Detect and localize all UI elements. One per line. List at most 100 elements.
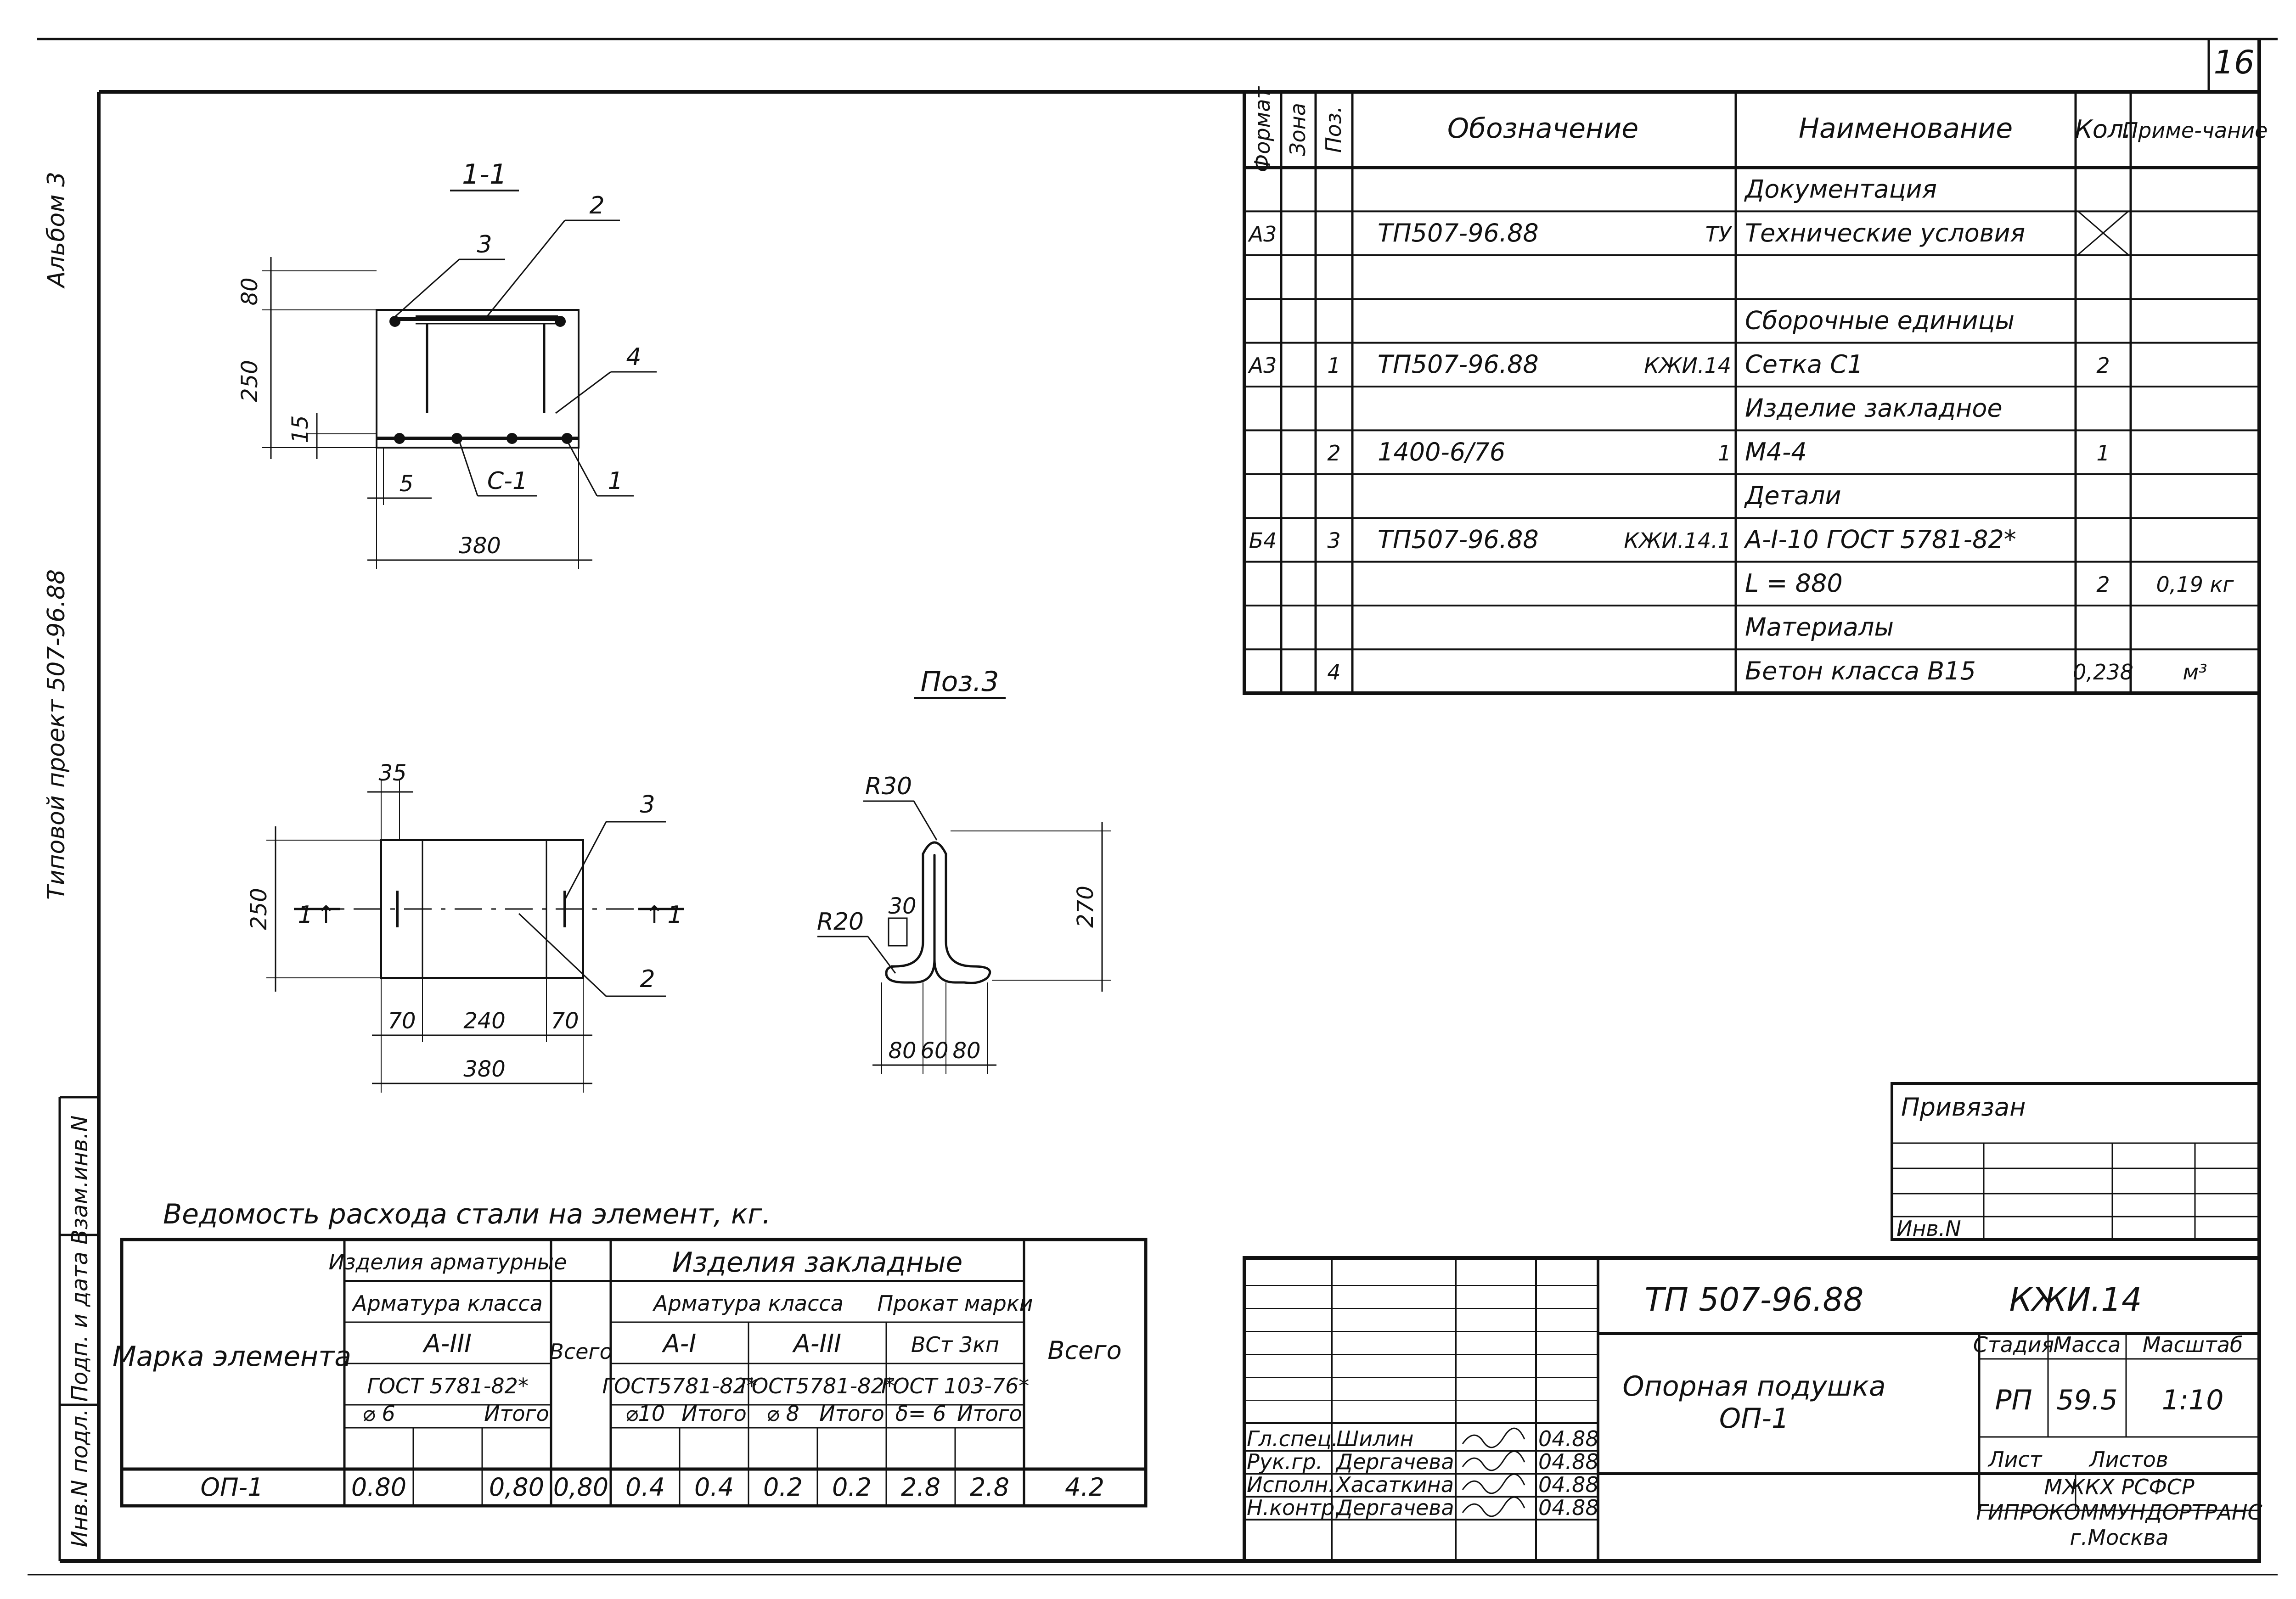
pos3-d80b: 80 bbox=[952, 1038, 980, 1064]
steel-h-embed-class: Арматура класса bbox=[652, 1291, 844, 1316]
page-number: 16 bbox=[2213, 44, 2254, 81]
spec-name: Бетон класса В15 bbox=[1745, 656, 1976, 685]
org-line1: МЖКХ РСФСР bbox=[2044, 1475, 2195, 1499]
spec-h-zone: Зона bbox=[1285, 103, 1310, 156]
steel-h-gost2: ГОСТ5781-82* bbox=[602, 1374, 757, 1398]
dim-250: 250 bbox=[237, 360, 263, 402]
spec-h-designation: Обозначение bbox=[1447, 112, 1638, 145]
pos3-r30: R30 bbox=[865, 773, 912, 800]
steel-row-d6: 0.80 bbox=[351, 1473, 406, 1502]
steel-row-total1: 0,80 bbox=[489, 1473, 544, 1502]
spec-name: Технические условия bbox=[1745, 219, 2025, 247]
pos3-d270: 270 bbox=[1073, 886, 1098, 928]
signer-role: Гл.спец. bbox=[1247, 1426, 1338, 1451]
steel-row-vsego2: 4.2 bbox=[1065, 1473, 1104, 1502]
spec-code: КЖИ.14 bbox=[1644, 353, 1731, 378]
pos3-d80a: 80 bbox=[888, 1038, 916, 1064]
plan-callout-2: 2 bbox=[640, 965, 655, 993]
doc-code: ТП 507-96.88 bbox=[1645, 1281, 1864, 1318]
plan-dim-70b: 70 bbox=[551, 1008, 579, 1034]
margin-album: Альбом 3 bbox=[43, 172, 70, 289]
steel-h-reinf: Изделия арматурные bbox=[329, 1250, 567, 1274]
signer-date: 04.88 bbox=[1538, 1472, 1599, 1497]
spec-name: Сборочные единицы bbox=[1745, 306, 2015, 335]
margin-project: Типовой проект 507-96.88 bbox=[43, 569, 70, 900]
signature bbox=[1462, 1496, 1525, 1517]
sheet-frame bbox=[28, 38, 2278, 1576]
spec-name: М4-4 bbox=[1745, 438, 1807, 466]
spec-designation: 1400-6/76 bbox=[1378, 438, 1505, 466]
cut-marker-right: 1 bbox=[667, 901, 682, 929]
spec-format: А3 bbox=[1248, 353, 1277, 378]
steel-h-mark: Марка элемента bbox=[113, 1341, 351, 1373]
steel-h-total4: Итого bbox=[957, 1401, 1022, 1426]
steel-h-reinf-class: Арматура класса bbox=[351, 1291, 543, 1316]
signer-name: Шилин bbox=[1336, 1426, 1413, 1451]
signature bbox=[1462, 1473, 1525, 1494]
spec-name: Сетка С1 bbox=[1745, 350, 1863, 379]
plan-dim-240: 240 bbox=[463, 1008, 506, 1034]
steel-row-d8: 0.2 bbox=[763, 1473, 803, 1502]
spec-name: L = 880 bbox=[1745, 569, 1843, 598]
spec-pos: 2 bbox=[1327, 441, 1340, 466]
callout-1: 1 bbox=[608, 467, 623, 495]
h-stage: Стадия bbox=[1973, 1332, 2054, 1357]
plan-callout-3: 3 bbox=[640, 791, 655, 819]
steel-h-a1: А-I bbox=[662, 1329, 696, 1358]
steel-row-mark: ОП-1 bbox=[201, 1473, 264, 1502]
privyazan-label: Привязан bbox=[1901, 1093, 2026, 1122]
spec-name: Детали bbox=[1744, 481, 1841, 510]
steel-title: Ведомость расхода стали на элемент, кг. bbox=[163, 1198, 771, 1230]
spec-qty: 2 bbox=[2096, 353, 2110, 378]
steel-row-delta: 2.8 bbox=[901, 1473, 940, 1502]
plan-dim-250: 250 bbox=[246, 888, 272, 930]
stage-value: РП bbox=[1995, 1384, 2032, 1416]
spec-h-qty: Кол. bbox=[2075, 115, 2131, 144]
steel-h-embed: Изделия закладные bbox=[672, 1246, 963, 1279]
mass-value: 59.5 bbox=[2056, 1384, 2118, 1416]
privyazan-block bbox=[1891, 1082, 2261, 1241]
spec-format: А3 bbox=[1248, 222, 1277, 247]
dim-80: 80 bbox=[237, 277, 263, 305]
steel-h-gost3: ГОСТ5781-82* bbox=[740, 1374, 895, 1398]
steel-h-vsego1: Всего bbox=[549, 1339, 612, 1364]
spec-name: Документация bbox=[1744, 174, 1937, 203]
signer-date: 04.88 bbox=[1538, 1426, 1599, 1451]
pos3-d60: 60 bbox=[920, 1038, 948, 1064]
spec-note: м³ bbox=[2183, 660, 2207, 684]
steel-h-vsego2: Всего bbox=[1047, 1336, 1121, 1365]
steel-row-total2: 0.4 bbox=[694, 1473, 734, 1502]
steel-h-d10: ⌀10 bbox=[625, 1401, 665, 1426]
h-sheets: Листов bbox=[2088, 1447, 2168, 1472]
steel-h-total2: Итого bbox=[681, 1401, 747, 1426]
steel-h-gost1: ГОСТ 5781-82* bbox=[367, 1374, 529, 1398]
spec-code: КЖИ.14.1 bbox=[1624, 528, 1731, 553]
steel-h-gost4: ГОСТ 103-76* bbox=[881, 1374, 1030, 1398]
steel-row-total4: 2.8 bbox=[970, 1473, 1009, 1502]
spec-qty: 1 bbox=[2096, 441, 2110, 466]
callout-3: 3 bbox=[477, 231, 492, 258]
org-line3: г.Москва bbox=[2070, 1525, 2169, 1550]
steel-row-vsego1: 0,80 bbox=[553, 1473, 608, 1502]
signer-role: Рук.гр. bbox=[1247, 1449, 1322, 1474]
callout-mesh: С-1 bbox=[487, 467, 528, 495]
signer-name: Дергачева bbox=[1335, 1449, 1454, 1474]
signer-role: Исполн. bbox=[1247, 1472, 1335, 1497]
spec-h-format: Формат bbox=[1250, 86, 1275, 172]
steel-h-total1: Итого bbox=[484, 1401, 549, 1426]
steel-h-prokat: Прокат марки bbox=[877, 1291, 1033, 1316]
signer-date: 04.88 bbox=[1538, 1495, 1599, 1520]
steel-table bbox=[120, 1238, 1148, 1508]
doc-mark: КЖИ.14 bbox=[2009, 1281, 2142, 1318]
org-line2: ГИПРОКОММУНДОРТРАНС bbox=[1976, 1500, 2262, 1525]
spec-designation: ТП507-96.88 bbox=[1378, 525, 1539, 554]
callout-4: 4 bbox=[626, 343, 641, 371]
cut-arrow-right: ↑ bbox=[644, 901, 664, 929]
plan-dim-380: 380 bbox=[463, 1056, 506, 1082]
section-view bbox=[262, 190, 657, 569]
spec-note: 0,19 кг bbox=[2156, 572, 2234, 597]
steel-h-a3: А-III bbox=[422, 1329, 472, 1358]
steel-h-delta: δ= 6 bbox=[895, 1401, 946, 1426]
steel-row-total3: 0.2 bbox=[832, 1473, 872, 1502]
